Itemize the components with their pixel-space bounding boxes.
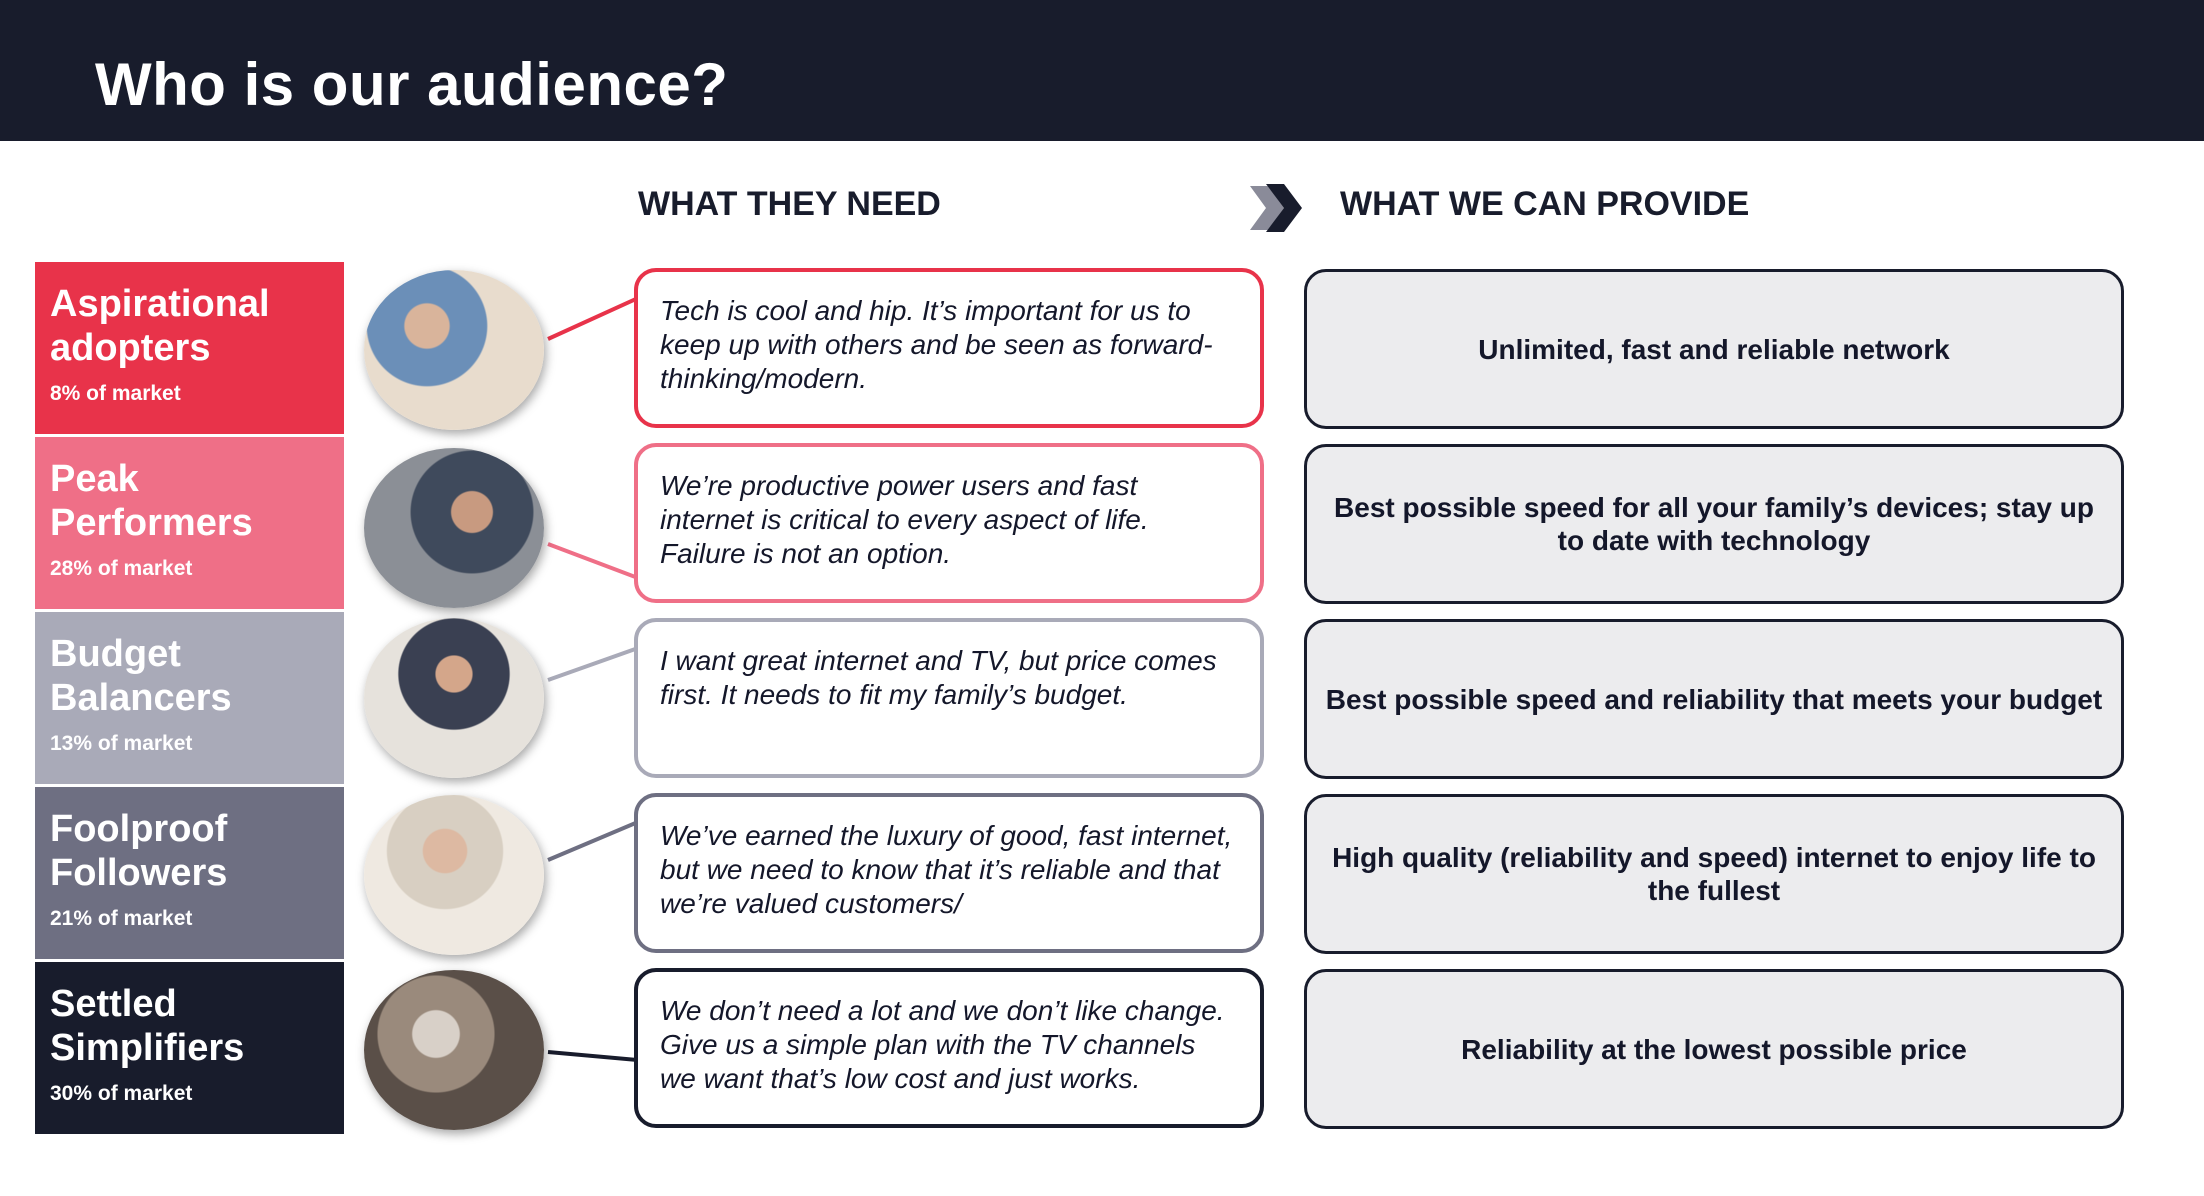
segment-share: 28% of market (50, 557, 193, 580)
segment-aspirational-adopters: Aspirational adopters 8% of market (35, 262, 344, 434)
need-bubble-settled: We don’t need a lot and we don’t like ch… (634, 968, 1264, 1128)
provide-box-foolproof: High quality (reliability and speed) int… (1304, 794, 2124, 954)
segment-share: 21% of market (50, 907, 193, 930)
segment-name: Foolproof Followers (50, 808, 228, 894)
double-chevron-right-icon (1250, 184, 1302, 232)
speech-tail-peak (547, 542, 640, 581)
speech-tail-foolproof (547, 818, 640, 862)
need-bubble-budget: I want great internet and TV, but price … (634, 618, 1264, 778)
need-bubble-peak: We’re productive power users and fast in… (634, 443, 1264, 603)
header-bar (0, 0, 2204, 141)
segment-share: 8% of market (50, 382, 181, 405)
mature-couple-phone-photo (364, 795, 544, 955)
segment-name: Aspirational adopters (50, 283, 270, 369)
provide-box-settled: Reliability at the lowest possible price (1304, 969, 2124, 1129)
segment-budget-balancers: Budget Balancers 13% of market (35, 612, 344, 784)
father-and-son-laptop-photo (364, 448, 544, 608)
need-bubble-foolproof: We’ve earned the luxury of good, fast in… (634, 793, 1264, 953)
what-we-can-provide-heading: WHAT WE CAN PROVIDE (1340, 185, 1750, 223)
speech-tail-aspirational (547, 294, 640, 341)
provide-box-peak: Best possible speed for all your family’… (1304, 444, 2124, 604)
provide-box-budget: Best possible speed and reliability that… (1304, 619, 2124, 779)
segment-name: Peak Performers (50, 458, 253, 544)
woman-with-bills-photo (364, 618, 544, 778)
speech-tail-settled (547, 1036, 640, 1063)
need-bubble-aspirational: Tech is cool and hip. It’s important for… (634, 268, 1264, 428)
couple-with-tablet-photo (364, 270, 544, 430)
segment-foolproof-followers: Foolproof Followers 21% of market (35, 787, 344, 959)
senior-couple-tv-photo (364, 970, 544, 1130)
segment-name: Budget Balancers (50, 633, 232, 719)
provide-box-aspirational: Unlimited, fast and reliable network (1304, 269, 2124, 429)
page-title: Who is our audience? (95, 51, 729, 118)
segment-settled-simplifiers: Settled Simplifiers 30% of market (35, 962, 344, 1134)
segment-peak-performers: Peak Performers 28% of market (35, 437, 344, 609)
segment-share: 30% of market (50, 1082, 193, 1105)
what-they-need-heading: WHAT THEY NEED (638, 185, 941, 223)
speech-tail-budget (547, 645, 640, 686)
segment-name: Settled Simplifiers (50, 983, 245, 1069)
segment-share: 13% of market (50, 732, 193, 755)
